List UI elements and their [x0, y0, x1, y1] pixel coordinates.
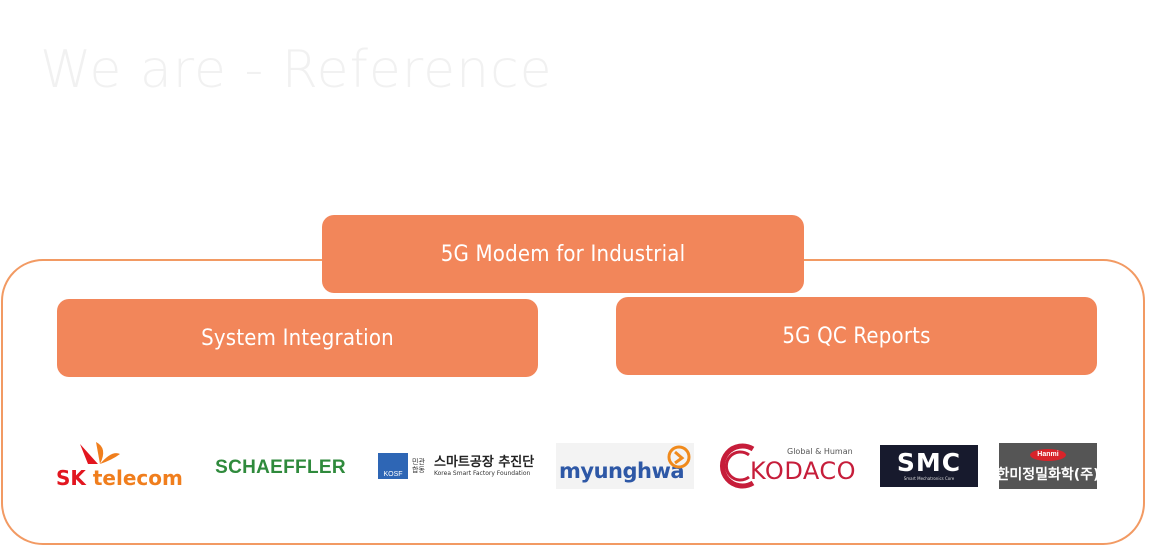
- telecom-text: telecom: [85, 466, 183, 490]
- kosf-badge: KOSF: [378, 453, 408, 479]
- smc-logo: SMC Smart Mechatronics Core: [880, 445, 978, 487]
- smc-tagline: Smart Mechatronics Core: [903, 476, 955, 481]
- kodaco-logo: Global & Human KODACO: [713, 441, 859, 491]
- myunghwa-logo: myunghwa: [556, 443, 694, 489]
- category-label: 5G Modem for Industrial: [440, 241, 686, 267]
- smc-name: SMC: [896, 448, 962, 477]
- schaeffler-text: SCHAEFFLER: [215, 457, 346, 478]
- category-label: System Integration: [201, 325, 394, 351]
- sk-text: SK: [56, 466, 86, 490]
- kosf-logo: KOSF 민관 합동 스마트공장 추진단 Korea Smart Factory…: [378, 450, 536, 482]
- category-5g-modem: 5G Modem for Industrial: [322, 215, 804, 293]
- kodaco-swoosh-icon: [720, 443, 755, 489]
- kosf-english-name: Korea Smart Factory Foundation: [434, 469, 531, 477]
- myunghwa-text: myunghwa: [559, 459, 685, 483]
- hanmi-korean-name: 한미정밀화학(주): [996, 466, 1100, 483]
- hanmi-logo: Hanmi 한미정밀화학(주): [996, 443, 1100, 489]
- butterfly-icon: [80, 442, 120, 464]
- myunghwa-emblem-icon: [667, 445, 691, 469]
- category-label: 5G QC Reports: [782, 323, 931, 349]
- sk-telecom-logo: SK telecom: [52, 440, 187, 492]
- schaeffler-logo: SCHAEFFLER: [208, 455, 353, 481]
- kodaco-name: KODACO: [750, 457, 857, 485]
- category-5g-qc-reports: 5G QC Reports: [616, 297, 1097, 375]
- kosf-korean-name: 스마트공장 추진단: [434, 454, 535, 470]
- kosf-mid-text: 민관 합동: [412, 458, 425, 474]
- kodaco-tagline: Global & Human: [787, 447, 853, 456]
- page-title: We are - Reference: [40, 40, 553, 100]
- category-system-integration: System Integration: [57, 299, 538, 377]
- hanmi-badge: Hanmi: [1030, 448, 1066, 461]
